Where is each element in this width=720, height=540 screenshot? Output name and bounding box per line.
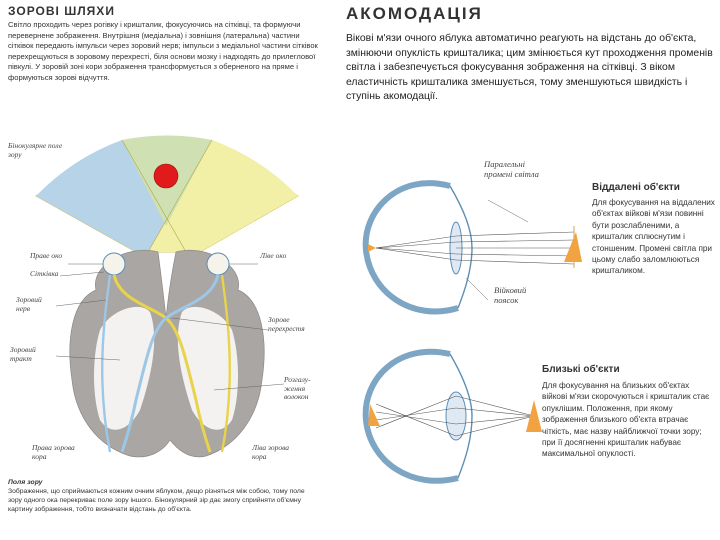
near-object-arrow [526, 400, 542, 432]
label-optic-tract: Зоровий тракт [10, 346, 54, 363]
label-left-cortex: Ліва зорова кора [252, 444, 300, 461]
label-retina: Сітківка [30, 270, 58, 279]
accommodation-section: АКОМОДАЦІЯ Вікові м'язи очного яблука ав… [338, 0, 720, 540]
label-ciliary-band: Війковий поясок [494, 286, 550, 305]
label-optic-chiasm: Зорове перехрестя [268, 316, 320, 333]
label-parallel-rays: Паралельні промені світла [484, 160, 552, 179]
visual-pathways-section: ЗОРОВІ ШЛЯХИ Світло проходить через рогі… [0, 0, 330, 540]
visual-pathways-diagram [0, 0, 330, 470]
label-right-eye: Праве око [30, 252, 62, 261]
far-objects-title: Віддалені об'єкти [592, 182, 680, 193]
label-lgn: Розгалу-ження волокон [284, 376, 324, 402]
far-object-arrow [564, 232, 582, 262]
label-optic-nerve: Зоровий нерв [16, 296, 56, 313]
near-objects-text: Для фокусування на близьких об'єктах вій… [542, 380, 716, 460]
right-eye [103, 253, 125, 275]
left-eye [207, 253, 229, 275]
far-objects-text: Для фокусування на віддалених об'єктах в… [592, 197, 718, 277]
red-object [154, 164, 178, 188]
visual-fields-caption: Поля зору Зображення, що сприймаються ко… [8, 478, 308, 514]
near-vision-eye [366, 352, 542, 481]
label-binocular-field: Бінокулярне поле зору [8, 142, 70, 159]
near-objects-title: Близькі об'єкти [542, 364, 620, 375]
caption-heading: Поля зору [8, 478, 308, 487]
lens-convex [446, 392, 466, 440]
label-left-eye: Ліве око [260, 252, 286, 261]
label-right-cortex: Права зорова кора [32, 444, 80, 461]
caption-text: Зображення, що сприймаються кожним очним… [8, 488, 305, 513]
